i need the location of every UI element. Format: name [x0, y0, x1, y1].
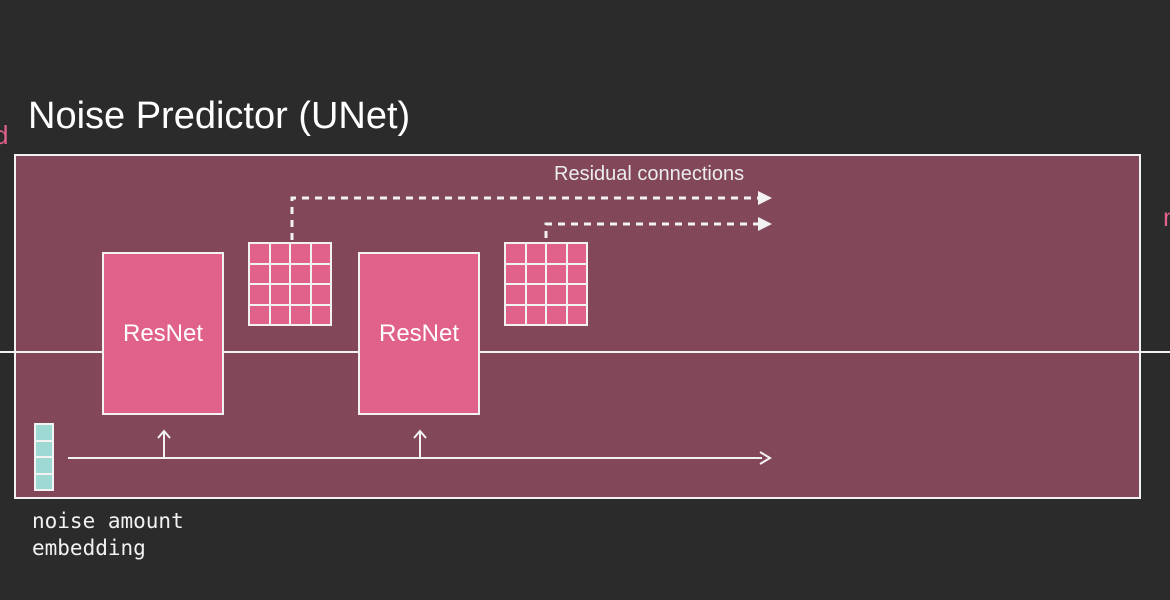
feature-map-cell — [567, 285, 586, 304]
feature-map-cell — [567, 264, 586, 283]
feature-map-cell — [270, 285, 289, 304]
feature-map-cell — [270, 264, 289, 283]
feature-map-cell — [291, 305, 310, 324]
noise-embedding-label: noise amount embedding — [32, 508, 184, 562]
embedding-cell — [36, 441, 52, 456]
embedding-cell — [36, 458, 52, 473]
feature-map-cell — [547, 285, 566, 304]
feature-map-cell — [311, 285, 330, 304]
feature-map-cell — [526, 264, 545, 283]
edge-glyph-left: d — [0, 120, 9, 150]
feature-map-cell — [506, 244, 525, 263]
residual-arrowhead-2 — [758, 217, 772, 231]
embedding-line-arrowhead — [759, 451, 772, 465]
embedding-to-resnet-2-arrowhead — [413, 429, 427, 439]
feature-map-cell — [311, 244, 330, 263]
feature-map-cell — [526, 285, 545, 304]
embedding-label-line-2: embedding — [32, 536, 146, 560]
feature-map-1 — [248, 242, 332, 326]
feature-map-cell — [250, 244, 269, 263]
feature-map-cell — [311, 264, 330, 283]
residual-connections-label: Residual connections — [554, 163, 745, 185]
embedding-cell — [36, 474, 52, 489]
feature-map-cell — [291, 264, 310, 283]
feature-map-2 — [504, 242, 588, 326]
diagram-title: Noise Predictor (UNet) — [28, 95, 411, 137]
embedding-to-resnet-1-arrowhead — [157, 429, 171, 439]
noise-embedding-vector — [34, 423, 54, 491]
feature-map-cell — [250, 305, 269, 324]
feature-map-cell — [506, 285, 525, 304]
feature-map-cell — [250, 264, 269, 283]
feature-map-cell — [270, 244, 289, 263]
resnet-block-1: ResNet — [102, 252, 224, 415]
feature-map-cell — [547, 264, 566, 283]
residual-arrowhead-1 — [758, 191, 772, 205]
feature-map-cell — [567, 305, 586, 324]
resnet-block-1-label: ResNet — [122, 319, 204, 347]
resnet-block-2-label: ResNet — [378, 319, 460, 347]
feature-map-cell — [526, 305, 545, 324]
embedding-label-line-1: noise amount — [32, 509, 184, 533]
residual-connection-2 — [544, 222, 760, 238]
residual-connection-1 — [290, 196, 760, 240]
feature-map-cell — [547, 244, 566, 263]
resnet-block-2: ResNet — [358, 252, 480, 415]
feature-map-cell — [311, 305, 330, 324]
feature-map-cell — [567, 244, 586, 263]
feature-map-cell — [526, 244, 545, 263]
feature-map-cell — [506, 305, 525, 324]
feature-map-cell — [270, 305, 289, 324]
feature-map-cell — [547, 305, 566, 324]
embedding-cell — [36, 425, 52, 440]
feature-map-cell — [506, 264, 525, 283]
feature-map-cell — [291, 244, 310, 263]
edge-glyph-right: n — [1163, 202, 1170, 232]
feature-map-cell — [250, 285, 269, 304]
feature-map-cell — [291, 285, 310, 304]
